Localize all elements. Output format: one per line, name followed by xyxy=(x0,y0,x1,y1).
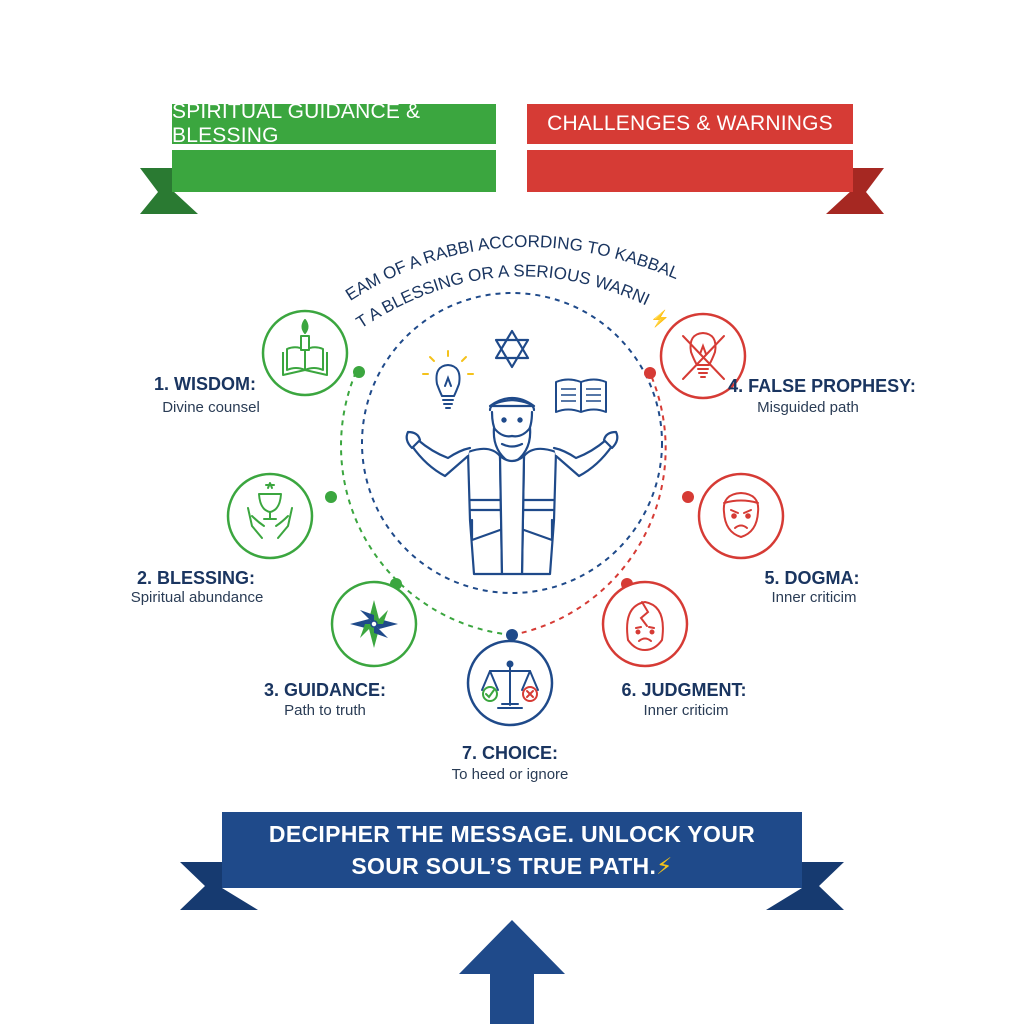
item-judgment-subtitle: Inner criticim xyxy=(643,702,729,719)
item-guidance-subtitle: Path to truth xyxy=(284,702,366,719)
dogma-circle xyxy=(697,472,785,560)
cracked-head-icon xyxy=(626,600,664,652)
item-dogma-title: 5. DOGMA: xyxy=(764,568,860,588)
orbit-arcs xyxy=(340,371,667,636)
inner-orbit xyxy=(361,292,663,594)
cta-banner xyxy=(180,812,844,910)
open-book-icon xyxy=(555,378,607,413)
angry-face-icon xyxy=(722,491,760,539)
banner-left xyxy=(140,104,496,214)
scales-icon xyxy=(481,660,539,709)
item-judgment-title: 6. JUDGMENT: xyxy=(621,680,747,700)
item-wisdom-subtitle: Divine counsel xyxy=(162,399,260,416)
chalice-hands-icon xyxy=(247,482,293,539)
up-arrow-icon xyxy=(459,920,565,1024)
item-false-prophesy-title: 4. FALSE PROPHESY: xyxy=(728,376,916,396)
lightbulb-icon xyxy=(422,350,474,409)
item-blessing-subtitle: Spiritual abundance xyxy=(130,589,264,606)
item-blessing-title: 2. BLESSING: xyxy=(136,568,256,588)
cta-line-2: SOUR SOUL’S TRUE PATH. xyxy=(351,853,657,879)
item-guidance-title: 3. GUIDANCE: xyxy=(263,680,387,700)
star-of-david-icon xyxy=(494,329,530,369)
item-wisdom-title: 1. WISDOM: xyxy=(154,374,256,394)
crossed-lightbulb-icon xyxy=(682,331,725,380)
item-false-prophesy-subtitle: Misguided path xyxy=(757,399,859,416)
cta-text: DECIPHER THE MESSAGE. UNLOCK YOUR SOUR S… xyxy=(222,812,802,888)
book-candle-icon xyxy=(282,319,328,376)
cta-bolt-icon: ⚡ xyxy=(656,853,673,879)
banner-left-label: SPIRITUAL GUIDANCE & BLESSING xyxy=(172,100,421,147)
item-choice-title: 7. CHOICE: xyxy=(461,743,559,763)
compass-star-icon xyxy=(350,600,398,648)
title-bolt-icon: ⚡ xyxy=(650,309,670,328)
cta-line-2-row: SOUR SOUL’S TRUE PATH.⚡ xyxy=(351,850,672,882)
rabbi-icon xyxy=(405,396,619,576)
item-choice-subtitle: To heed or ignore xyxy=(451,766,569,783)
orbit-nodes xyxy=(325,366,694,641)
cta-line-1: DECIPHER THE MESSAGE. UNLOCK YOUR xyxy=(268,821,756,847)
banner-right-label: CHALLENGES & WARNINGS xyxy=(547,112,833,135)
banner-right xyxy=(527,104,884,214)
item-dogma-subtitle: Inner criticim xyxy=(771,589,857,606)
